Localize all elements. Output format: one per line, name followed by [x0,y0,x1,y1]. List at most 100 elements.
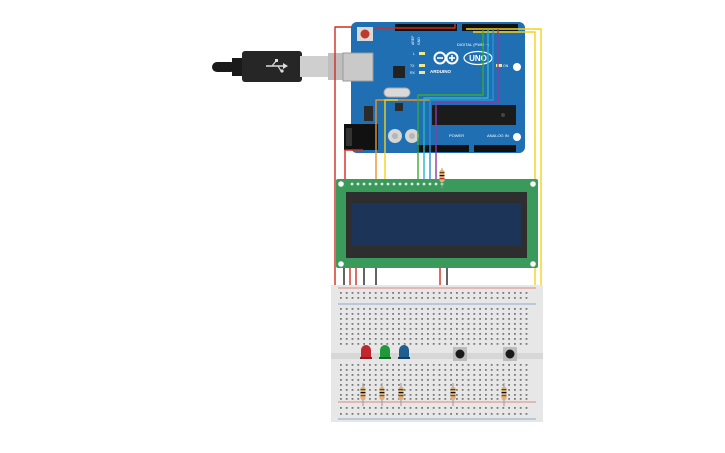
breadboard-hole[interactable] [369,292,371,294]
breadboard-hole[interactable] [415,297,418,299]
breadboard-hole[interactable] [363,297,365,299]
breadboard-hole[interactable] [357,318,360,320]
breadboard-hole[interactable] [369,364,371,366]
breadboard-hole[interactable] [345,394,348,396]
breadboard-hole[interactable] [525,333,528,335]
breadboard-hole[interactable] [403,292,406,294]
breadboard-hole[interactable] [357,343,360,345]
breadboard-hole[interactable] [508,384,510,386]
breadboard-hole[interactable] [490,297,493,299]
breadboard-hole[interactable] [502,369,505,371]
lcd-pin[interactable] [434,182,438,186]
breadboard-hole[interactable] [386,394,389,396]
breadboard-hole[interactable] [357,313,360,315]
breadboard-hole[interactable] [415,318,418,320]
breadboard-hole[interactable] [444,333,447,335]
breadboard-hole[interactable] [473,338,476,340]
breadboard-hole[interactable] [345,333,348,335]
breadboard-hole[interactable] [519,384,522,386]
breadboard-hole[interactable] [357,413,360,415]
breadboard-hole[interactable] [502,407,505,409]
breadboard-hole[interactable] [496,318,499,320]
breadboard-hole[interactable] [386,297,389,299]
breadboard-hole[interactable] [357,292,360,294]
breadboard-hole[interactable] [496,328,499,330]
breadboard-hole[interactable] [490,333,493,335]
breadboard-hole[interactable] [357,323,360,325]
breadboard-hole[interactable] [525,297,528,299]
breadboard-hole[interactable] [340,313,342,315]
breadboard-hole[interactable] [345,308,348,310]
breadboard-hole[interactable] [461,318,464,320]
breadboard-hole[interactable] [398,313,400,315]
breadboard-hole[interactable] [345,413,348,415]
breadboard-hole[interactable] [519,318,522,320]
breadboard-hole[interactable] [438,343,441,345]
breadboard-hole[interactable] [479,369,481,371]
lcd-pin[interactable] [428,182,432,186]
breadboard-hole[interactable] [450,318,452,320]
breadboard-hole[interactable] [340,328,342,330]
breadboard-hole[interactable] [369,318,371,320]
breadboard-hole[interactable] [340,318,342,320]
breadboard-hole[interactable] [386,338,389,340]
breadboard-hole[interactable] [403,308,406,310]
breadboard-hole[interactable] [403,384,406,386]
breadboard-hole[interactable] [485,308,487,310]
breadboard-hole[interactable] [351,407,354,409]
breadboard-hole[interactable] [340,407,342,409]
breadboard-hole[interactable] [519,374,522,376]
breadboard-hole[interactable] [479,364,481,366]
breadboard-hole[interactable] [351,389,354,391]
breadboard-hole[interactable] [461,297,464,299]
breadboard-hole[interactable] [398,297,400,299]
breadboard-hole[interactable] [502,323,505,325]
breadboard-hole[interactable] [409,374,412,376]
breadboard-hole[interactable] [427,338,429,340]
breadboard-hole[interactable] [525,374,528,376]
breadboard-hole[interactable] [438,328,441,330]
lcd-16x2[interactable] [336,168,538,268]
breadboard-hole[interactable] [456,323,458,325]
breadboard-hole[interactable] [369,338,371,340]
breadboard-hole[interactable] [363,407,365,409]
breadboard-hole[interactable] [357,369,360,371]
breadboard-hole[interactable] [340,374,342,376]
breadboard-hole[interactable] [461,374,464,376]
breadboard-hole[interactable] [519,379,522,381]
breadboard-hole[interactable] [519,398,522,400]
breadboard-hole[interactable] [415,374,418,376]
breadboard-hole[interactable] [438,333,441,335]
breadboard-hole[interactable] [456,338,458,340]
breadboard-hole[interactable] [380,328,383,330]
breadboard-hole[interactable] [525,379,528,381]
breadboard-hole[interactable] [525,407,528,409]
breadboard-hole[interactable] [340,384,342,386]
breadboard-hole[interactable] [519,338,522,340]
breadboard-hole[interactable] [421,308,423,310]
breadboard-hole[interactable] [386,292,389,294]
breadboard-hole[interactable] [415,389,418,391]
breadboard-hole[interactable] [421,374,423,376]
breadboard-hole[interactable] [421,394,423,396]
breadboard-hole[interactable] [432,413,435,415]
breadboard-hole[interactable] [427,413,429,415]
breadboard-hole[interactable] [461,333,464,335]
breadboard-hole[interactable] [340,369,342,371]
breadboard-hole[interactable] [485,389,487,391]
breadboard-hole[interactable] [456,313,458,315]
breadboard-hole[interactable] [432,328,435,330]
breadboard-hole[interactable] [473,297,476,299]
breadboard-hole[interactable] [351,292,354,294]
breadboard-hole[interactable] [415,384,418,386]
breadboard-hole[interactable] [444,318,447,320]
breadboard-hole[interactable] [345,323,348,325]
breadboard-hole[interactable] [461,369,464,371]
breadboard-hole[interactable] [456,374,458,376]
breadboard-hole[interactable] [386,323,389,325]
breadboard-hole[interactable] [519,369,522,371]
breadboard-hole[interactable] [340,413,342,415]
resistor[interactable] [379,383,385,406]
breadboard-hole[interactable] [467,394,470,396]
